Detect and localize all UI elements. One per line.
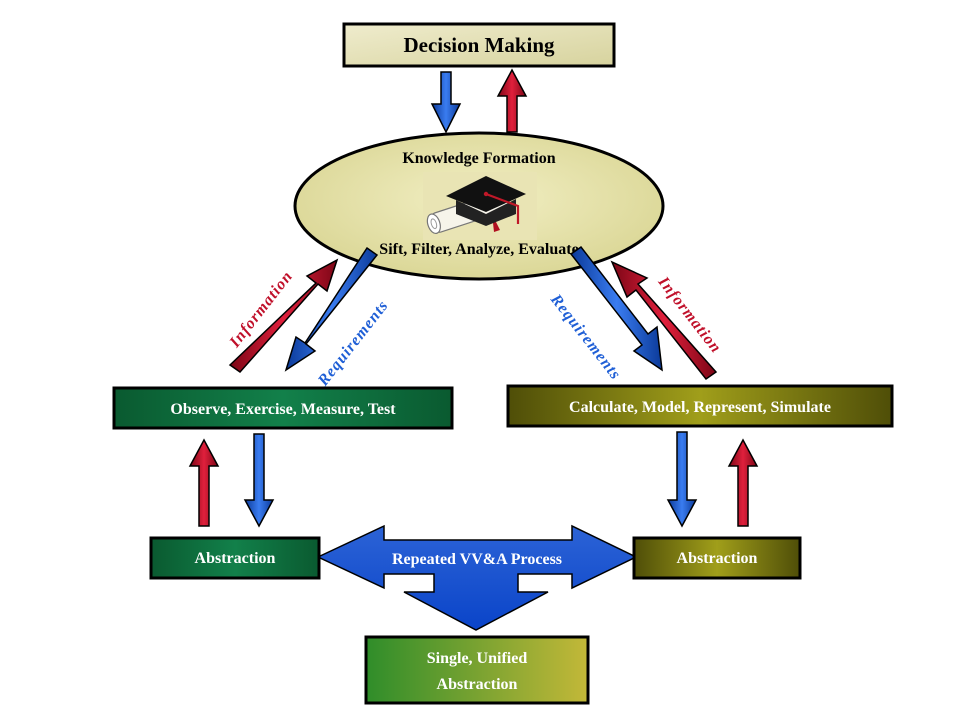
decision-making-box: Decision Making [342,22,616,68]
requirements-left-arrow [284,246,379,372]
unified-line-2: Abstraction [437,676,518,693]
observe-label: Observe, Exercise, Measure, Test [170,401,396,418]
left-up-arrow [188,438,220,527]
decision-up-arrow [496,68,528,133]
right-abstraction-box: Abstraction [632,536,802,580]
information-right-arrow [610,260,718,381]
information-left-arrow [228,258,339,373]
right-abstraction-label: Abstraction [677,550,758,567]
requirements-right-arrow [569,245,663,372]
left-abstraction-label: Abstraction [195,550,276,567]
observe-box: Observe, Exercise, Measure, Test [112,386,454,430]
left-down-arrow [243,433,275,528]
graduation-cap-diploma-icon [423,172,537,240]
calculate-label: Calculate, Model, Represent, Simulate [569,399,831,416]
calculate-box: Calculate, Model, Represent, Simulate [506,384,894,428]
decision-down-arrow [430,71,462,134]
left-abstraction-box: Abstraction [149,536,321,580]
repeated-vva-process-label: Repeated VV&A Process [392,551,562,568]
right-up-arrow [727,438,759,527]
unified-abstraction-box: Single, Unified Abstraction [364,635,590,705]
knowledge-formation-ellipse: Knowledge Formation Sift, Filter, Analyz… [293,131,665,281]
knowledge-formation-title: Knowledge Formation [402,150,555,167]
unified-line-1: Single, Unified [427,650,528,667]
decision-making-label: Decision Making [403,33,555,57]
repeated-vva-process-arrow: Repeated VV&A Process [316,524,638,631]
knowledge-formation-subtitle: Sift, Filter, Analyze, Evaluate [379,241,578,258]
right-down-arrow [666,431,698,528]
